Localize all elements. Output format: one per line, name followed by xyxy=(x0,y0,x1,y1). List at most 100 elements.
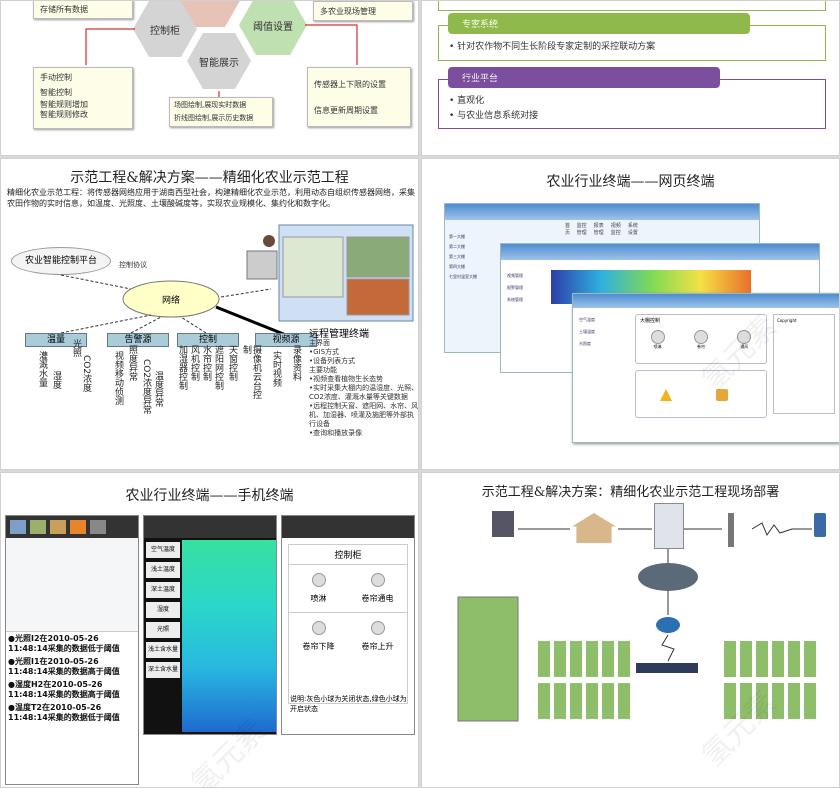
sidebar-item[interactable]: 土壤温度 xyxy=(579,329,595,334)
remote-line: •视频查看植物生长态势 xyxy=(309,375,384,383)
connector-lines xyxy=(85,24,358,97)
phone-screen-sensors: 空气温度 浅土温度 深土温度 湿度 光照 浅土含水量 深土含水量 xyxy=(143,515,277,735)
nav-item[interactable]: 报表管理 xyxy=(593,223,604,236)
sensor-menu-item[interactable]: 浅土温度 xyxy=(146,562,180,578)
sensor-menu-item[interactable]: 深土含水量 xyxy=(146,662,180,678)
info-panel: Copyright xyxy=(773,314,835,414)
nav-item[interactable]: 视频监控 xyxy=(610,223,621,236)
expert-system-box: • 针对农作物不同生长阶段专家定制的采控联动方案 xyxy=(438,25,826,61)
control-cabinet-panel: 控制柜 喷淋 卷帘通电 卷帘下降 卷帘上升 xyxy=(288,544,408,704)
phone-screen-alerts: ●光照I2在2010-05-26 11:48:14采集的数据低于阈值 ●光照I1… xyxy=(5,515,139,785)
note-item: 信息更新周期设置 xyxy=(314,106,378,115)
sidebar-item[interactable]: 系统管理 xyxy=(507,297,523,302)
status-ball xyxy=(311,621,326,635)
alert-item[interactable]: ●湿度H2在2010-05-26 11:48:14采集的数据高于阈值 xyxy=(8,680,120,699)
app-icon[interactable] xyxy=(50,520,66,534)
sensor-gradient xyxy=(182,540,276,732)
platform-ellipse: 农业智能控制平台 xyxy=(11,247,111,275)
industry-item: • 直观化 xyxy=(449,96,485,106)
sensor-menu-item[interactable]: 空气温度 xyxy=(146,542,180,558)
nav-item[interactable]: 首页 xyxy=(565,223,571,236)
web-sidebar: 视频管理 报警管理 系统管理 xyxy=(507,270,547,306)
control-cell[interactable]: 卷帘上升 xyxy=(348,613,407,660)
sensor-menu-item[interactable]: 湿度 xyxy=(146,602,180,618)
control-item: 遮阳网控制 xyxy=(213,345,223,390)
slide-site-deployment[interactable]: 示范工程&解决方案：精细化农业示范工程现场部署 xyxy=(421,472,840,788)
slide-expert-system[interactable]: 专家系统 • 针对农作物不同生长阶段专家定制的采控联动方案 行业平台 • 直观化… xyxy=(421,0,840,156)
remote-title: 远程管理终端 xyxy=(309,329,369,340)
control-cell[interactable]: 喷淋 xyxy=(289,565,348,613)
note-sensor-settings: 传感器上下限的设置 信息更新周期设置 xyxy=(307,67,411,127)
note-item: 智能控制 xyxy=(40,88,72,97)
slide-title: 示范工程&解决方案——精细化农业示范工程 xyxy=(70,170,349,186)
alert-item[interactable]: ●光照I2在2010-05-26 11:48:14采集的数据低于阈值 xyxy=(8,634,120,653)
control-item: 摄像机云台控制 xyxy=(241,345,261,399)
top-box xyxy=(438,1,826,11)
note-item: 场图绘制,展现实时数据 xyxy=(174,101,247,109)
remote-lines: 主界面 •GIS方式 •设备列表方式 主要功能 •视频查看植物生长态势 •实时采… xyxy=(309,339,419,438)
hex-label: 阈值设置 xyxy=(253,21,293,33)
alert-item[interactable]: ●光照I1在2010-05-26 11:48:14采集的数据高于阈值 xyxy=(8,657,120,676)
measure-item: CO2浓度 xyxy=(81,355,91,393)
note-item: 传感器上下限的设置 xyxy=(314,80,386,89)
sidebar-item[interactable]: 报警管理 xyxy=(507,285,523,290)
curtain-button[interactable] xyxy=(693,330,708,344)
measure-item: 湿度 xyxy=(51,371,61,389)
sidebar-item[interactable]: 空气温度 xyxy=(579,317,595,322)
slide-title: 示范工程&解决方案：精细化农业示范工程现场部署 xyxy=(481,485,780,500)
source-box: 视频源 xyxy=(255,333,317,347)
remote-line: •设备列表方式 xyxy=(309,357,356,365)
deployment-diagram xyxy=(457,522,816,722)
sidebar-item[interactable]: 第三大棚 xyxy=(449,254,465,259)
web-sidebar: 空气温度 土壤温度 光照度 xyxy=(579,314,629,350)
alert-item[interactable]: ●温度T2在2010-05-26 11:48:14采集的数据低于阈值 xyxy=(8,703,120,722)
expert-system-text: • 针对农作物不同生长阶段专家定制的采控联动方案 xyxy=(449,42,656,52)
status-ball xyxy=(370,573,385,587)
nav-item[interactable]: 系统设置 xyxy=(627,223,638,236)
control-cell[interactable]: 卷帘通电 xyxy=(348,565,407,613)
remote-line: 主界面 xyxy=(309,339,330,347)
control-label: 卷帘下降 xyxy=(302,642,335,651)
note-item: 折线图绘制,展示历史数据 xyxy=(174,114,254,122)
control-cell[interactable]: 卷帘下降 xyxy=(289,613,348,660)
industry-platform-box: • 直观化 • 与农业信息系统对接 xyxy=(438,79,826,129)
operator-icon xyxy=(492,511,514,537)
hex-control-cabinet[interactable]: 控制柜 xyxy=(133,1,197,57)
slide-web-terminal[interactable]: 农业行业终端——网页终端 首页 监控管理 报表管理 视频监控 系统设置 第一大棚… xyxy=(421,158,840,470)
vent-button[interactable] xyxy=(737,330,752,344)
server-icon xyxy=(654,503,684,549)
app-icon[interactable] xyxy=(10,520,26,534)
source-box: 告警源 xyxy=(107,333,169,347)
control-panel: 大棚控制 喷淋 卷帘 通风 xyxy=(635,314,767,364)
sidebar-item[interactable]: 第二大棚 xyxy=(449,244,465,249)
control-buttons xyxy=(636,326,766,344)
note-item: 智能规则增加 xyxy=(40,100,88,109)
hex-label: 控制柜 xyxy=(150,25,180,37)
slide-precision-agriculture[interactable]: 示范工程&解决方案——精细化农业示范工程 精细化农业示范工程：将传感器网络应用于… xyxy=(0,158,419,470)
hex-smart-display[interactable]: 智能展示 xyxy=(187,33,251,89)
spray-button[interactable] xyxy=(650,330,665,344)
alarm-item: 照度异常 xyxy=(127,345,137,381)
alarm-item: 温度异常 xyxy=(153,371,163,407)
app-icon[interactable] xyxy=(30,520,46,534)
sensor-menu-item[interactable]: 深土温度 xyxy=(146,582,180,598)
sidebar-item[interactable]: 第一大棚 xyxy=(449,234,465,239)
sidebar-item[interactable]: 光照度 xyxy=(579,341,591,346)
control-title: 控制柜 xyxy=(289,545,407,565)
sensor-menu-item[interactable]: 光照 xyxy=(146,622,180,638)
video-item: 录像资料 xyxy=(291,345,301,381)
app-icon[interactable] xyxy=(90,520,106,534)
sidebar-item[interactable]: 七里村温室大棚 xyxy=(449,274,477,279)
control-note: 说明:灰色小球为关闭状态,绿色小球为开启状态 xyxy=(290,695,407,713)
tower-icon xyxy=(728,513,734,547)
home-icon[interactable] xyxy=(70,520,86,534)
sidebar-item[interactable]: 视频管理 xyxy=(507,273,523,278)
web-header xyxy=(445,204,759,220)
slide-mobile-terminal[interactable]: 农业行业终端——手机终端 ●光照I2在2010-05-26 11:48:14采集… xyxy=(0,472,419,788)
control-label: 通风 xyxy=(740,344,749,349)
sidebar-item[interactable]: 第四大棚 xyxy=(449,264,465,269)
slide-control-cabinet[interactable]: 存储所有数据 多农业现场管理 控制柜 阈值设置 智能展示 手动控制 智能控制 智… xyxy=(0,0,419,156)
nav-item[interactable]: 监控管理 xyxy=(576,223,587,236)
remote-line: •实时采集大棚内的温湿度、光照、CO2浓度、灌溉水量等关键数据 xyxy=(309,384,419,401)
sensor-menu-item[interactable]: 浅土含水量 xyxy=(146,642,180,658)
